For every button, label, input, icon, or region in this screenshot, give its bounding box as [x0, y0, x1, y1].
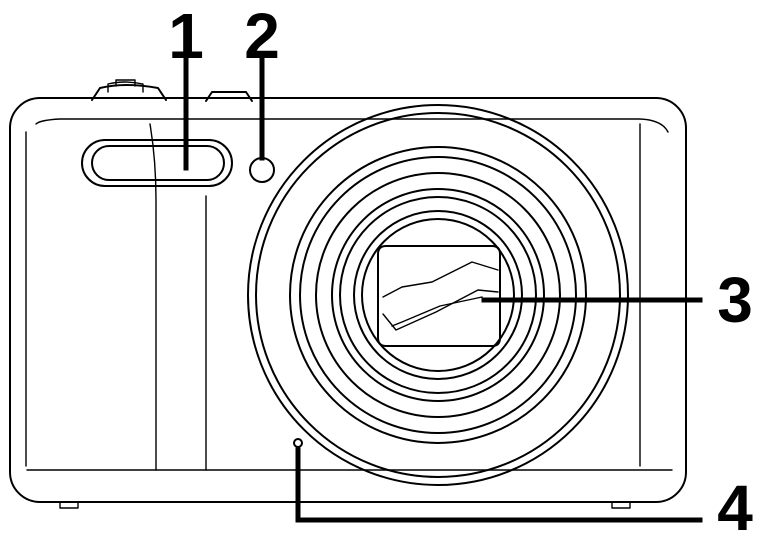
microphone [293, 438, 303, 448]
camera-body [9, 97, 687, 509]
top-power-button [205, 91, 253, 102]
self-timer-lamp [249, 157, 275, 183]
flash [81, 139, 233, 187]
callout-2: 2 [244, 0, 280, 72]
callout-3: 3 [717, 264, 753, 336]
callout-1: 1 [168, 0, 204, 72]
leader-line-4 [295, 447, 703, 523]
camera-grip [149, 123, 207, 471]
callout-4: 4 [717, 472, 753, 536]
top-shutter-button [91, 79, 167, 101]
lens [247, 104, 629, 486]
